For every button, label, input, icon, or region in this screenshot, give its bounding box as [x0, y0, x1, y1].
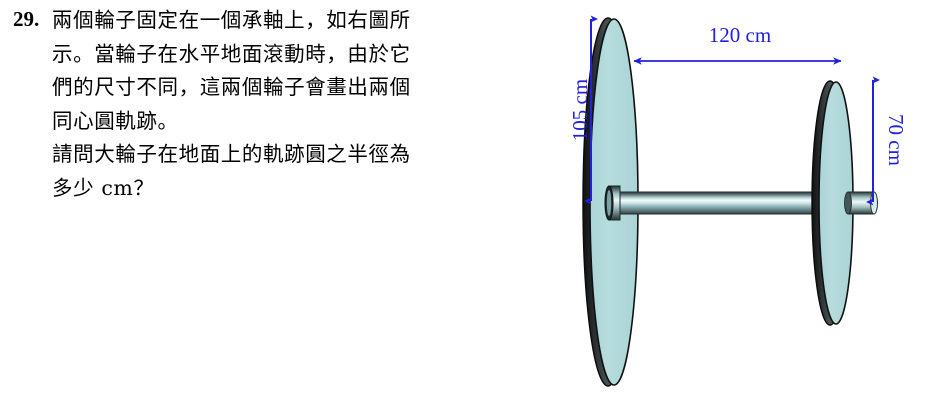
dimension-70cm-label: 70 cm: [884, 114, 908, 166]
question-line: 多少 cm？: [52, 175, 155, 200]
dimension-105cm: 105 cm: [568, 15, 598, 205]
question-line: 們的尺寸不同，這兩個輪子會畫出兩個: [52, 75, 411, 99]
question-line: 同心圓軌跡。: [52, 108, 179, 133]
dimension-120cm: 120 cm: [633, 23, 842, 65]
dimension-70cm: 70 cm: [865, 76, 908, 206]
dimension-105cm-label: 105 cm: [568, 79, 592, 141]
axle-hub-left: [604, 185, 621, 221]
question-line: 示。當輪子在水平地面滾動時，由於它: [52, 41, 411, 66]
question-block: 29. 兩個輪子固定在一個承軸上，如右圖所 示。當輪子在水平地面滾動時，由於它 …: [13, 4, 532, 205]
question-line: 兩個輪子固定在一個承軸上，如右圖所: [52, 8, 411, 32]
wheels-diagram: 105 cm 120 cm 70 cm: [560, 0, 934, 404]
question-text: 兩個輪子固定在一個承軸上，如右圖所 示。當輪子在水平地面滾動時，由於它 們的尺寸…: [52, 4, 532, 205]
question-line: 請問大輪子在地面上的軌跡圓之半徑為: [52, 142, 411, 166]
question-number: 29.: [13, 7, 40, 31]
small-wheel: [811, 80, 854, 326]
dimension-120cm-label: 120 cm: [709, 23, 771, 47]
